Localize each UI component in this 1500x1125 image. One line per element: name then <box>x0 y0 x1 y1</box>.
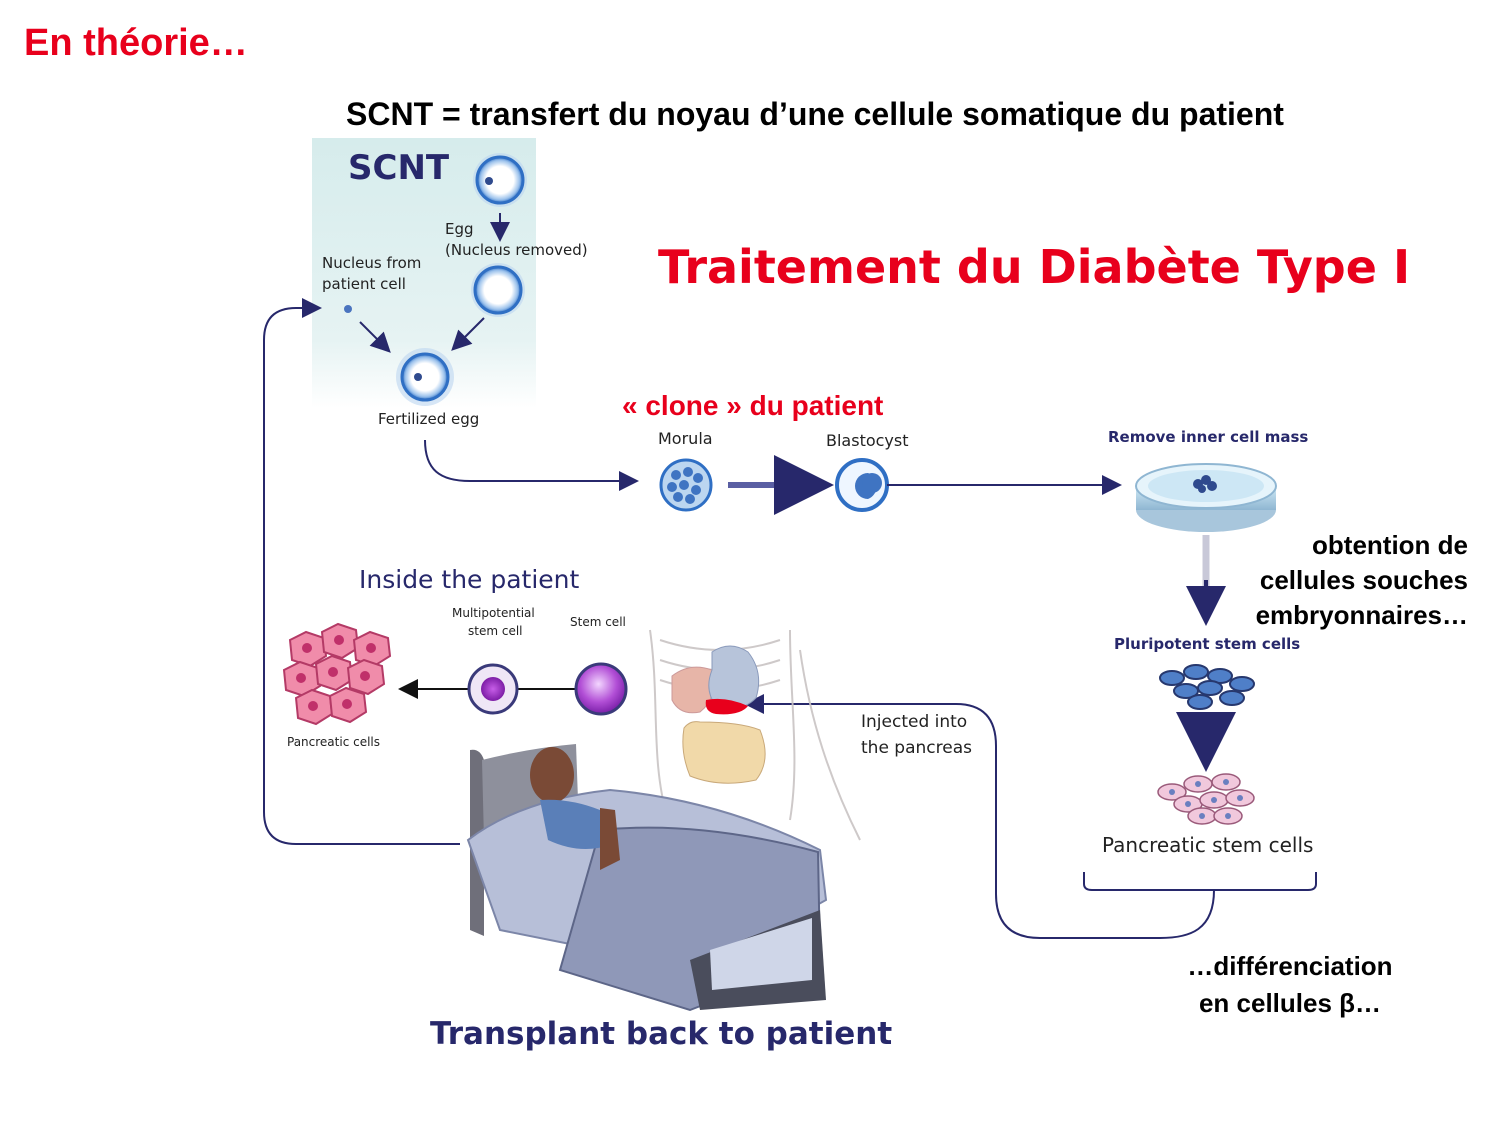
stem-cell <box>574 662 628 716</box>
obtention-line-2: cellules souches <box>1259 565 1468 595</box>
differentiation-line-2: en cellules β… <box>1198 988 1382 1018</box>
obtention-line-1: obtention de <box>1312 530 1468 560</box>
injected-label-1: Injected into <box>861 712 968 732</box>
petri-dish <box>1135 463 1277 532</box>
blastocyst-label: Blastocyst <box>826 431 909 450</box>
scnt-definition: SCNT = transfert du noyau d’une cellule … <box>346 96 1284 132</box>
inside-patient-label: Inside the patient <box>359 565 580 594</box>
fertilized-egg <box>396 348 454 406</box>
patient-bed <box>466 744 828 1012</box>
multipotential-stem-cell <box>467 663 519 715</box>
morula <box>659 458 713 512</box>
injected-label-2: the pancreas <box>861 738 972 758</box>
differentiation-note: …différenciation en cellules β… <box>1140 948 1440 1022</box>
clone-label: « clone » du patient <box>622 390 884 421</box>
obtention-note: obtention de cellules souches embryonnai… <box>1168 528 1468 633</box>
transplant-label: Transplant back to patient <box>430 1016 893 1052</box>
egg-label: Egg <box>445 220 474 238</box>
blastocyst <box>835 458 889 512</box>
pluripotent-cells <box>1159 664 1255 710</box>
egg-enucleated <box>471 263 525 317</box>
remove-icm-label: Remove inner cell mass <box>1108 428 1309 446</box>
obtention-line-3: embryonnaires… <box>1255 600 1468 630</box>
nucleus-label: Nucleus from <box>322 254 422 272</box>
pancreatic-stem-label: Pancreatic stem cells <box>1102 833 1314 857</box>
pluripotent-label: Pluripotent stem cells <box>1114 635 1301 653</box>
nucleus-sublabel: patient cell <box>322 275 406 293</box>
patient-nucleus <box>344 305 352 313</box>
stem-cell-label: Stem cell <box>570 615 626 629</box>
morula-label: Morula <box>658 429 713 448</box>
fertilized-egg-label: Fertilized egg <box>378 410 480 428</box>
egg-sublabel: (Nucleus removed) <box>445 241 588 259</box>
page-title: En théorie… <box>24 22 248 64</box>
multipotential-label-1: Multipotential <box>452 606 535 620</box>
organs <box>671 645 766 784</box>
scnt-heading: SCNT <box>348 148 450 188</box>
pancreatic-cells-label: Pancreatic cells <box>287 735 381 749</box>
treatment-title: Traitement du Diabète Type I <box>658 240 1411 294</box>
egg-top <box>473 153 527 207</box>
multipotential-label-2: stem cell <box>468 624 523 638</box>
differentiation-line-1: …différenciation <box>1187 951 1393 981</box>
